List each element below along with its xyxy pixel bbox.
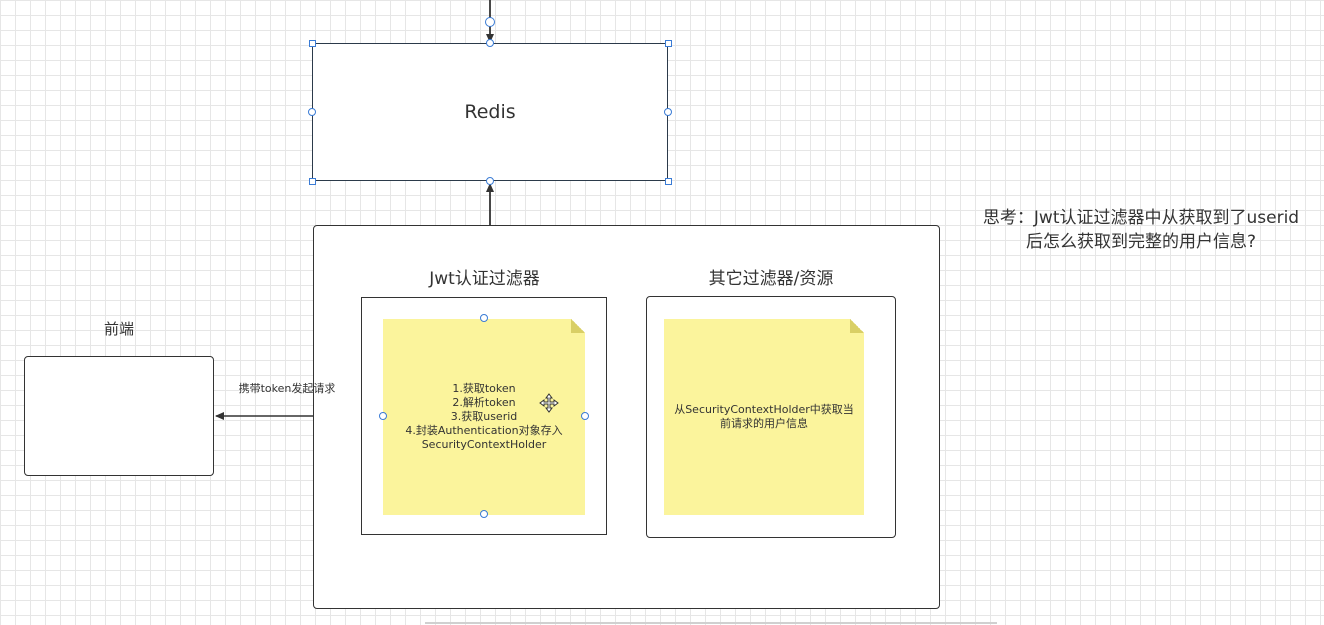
note-connection-bottom[interactable] bbox=[480, 510, 488, 518]
note-fold-shade bbox=[850, 319, 864, 333]
resize-handle-top-left[interactable] bbox=[309, 40, 316, 47]
other-note-line-1: 从SecurityContextHolder中获取当 bbox=[674, 403, 854, 416]
other-filters-note[interactable]: 从SecurityContextHolder中获取当 前请求的用户信息 bbox=[664, 319, 864, 515]
other-filters-title: 其它过滤器/资源 bbox=[708, 269, 834, 289]
redis-node[interactable] bbox=[312, 43, 668, 181]
move-cursor-icon bbox=[539, 393, 559, 413]
jwt-note-line-5: SecurityContextHolder bbox=[421, 438, 547, 451]
other-note-line-2: 前请求的用户信息 bbox=[720, 417, 808, 430]
note-connection-left[interactable] bbox=[379, 412, 387, 420]
note-connection-right[interactable] bbox=[581, 412, 589, 420]
redis-label: Redis bbox=[464, 101, 516, 123]
request-arrow-label: 携带token发起请求 bbox=[238, 382, 336, 395]
thinking-question[interactable]: 思考：Jwt认证过滤器中从获取到了userid 后怎么获取到完整的用户信息? bbox=[966, 206, 1316, 254]
jwt-filter-title: Jwt认证过滤器 bbox=[429, 269, 540, 289]
jwt-note-text: 1.获取token 2.解析token 3.获取userid 4.封装Authe… bbox=[405, 382, 562, 452]
connection-point-top[interactable] bbox=[486, 39, 494, 47]
jwt-note-line-2: 2.解析token bbox=[452, 396, 516, 409]
resize-handle-bottom-left[interactable] bbox=[309, 178, 316, 185]
resize-handle-bottom-right[interactable] bbox=[665, 178, 672, 185]
thinking-line-2: 后怎么获取到完整的用户信息? bbox=[1025, 232, 1257, 252]
connection-point-left[interactable] bbox=[308, 108, 316, 116]
jwt-note-line-4: 4.封装Authentication对象存入 bbox=[405, 424, 563, 437]
jwt-filter-note[interactable]: 1.获取token 2.解析token 3.获取userid 4.封装Authe… bbox=[383, 319, 585, 515]
connection-point-bottom[interactable] bbox=[486, 177, 494, 185]
bottom-scroll-edge bbox=[425, 622, 997, 624]
other-note-text: 从SecurityContextHolder中获取当 前请求的用户信息 bbox=[674, 403, 854, 431]
resize-handle-top-right[interactable] bbox=[665, 40, 672, 47]
connection-point-right[interactable] bbox=[664, 108, 672, 116]
thinking-line-1: 思考：Jwt认证过滤器中从获取到了userid bbox=[982, 208, 1300, 228]
incoming-arrow-endpoint[interactable] bbox=[485, 17, 495, 27]
frontend-title: 前端 bbox=[103, 320, 134, 338]
note-connection-top[interactable] bbox=[480, 314, 488, 322]
jwt-note-line-3: 3.获取userid bbox=[450, 410, 518, 423]
note-fold-shade bbox=[571, 319, 585, 333]
jwt-note-line-1: 1.获取token bbox=[452, 382, 516, 395]
frontend-node[interactable] bbox=[24, 356, 214, 476]
